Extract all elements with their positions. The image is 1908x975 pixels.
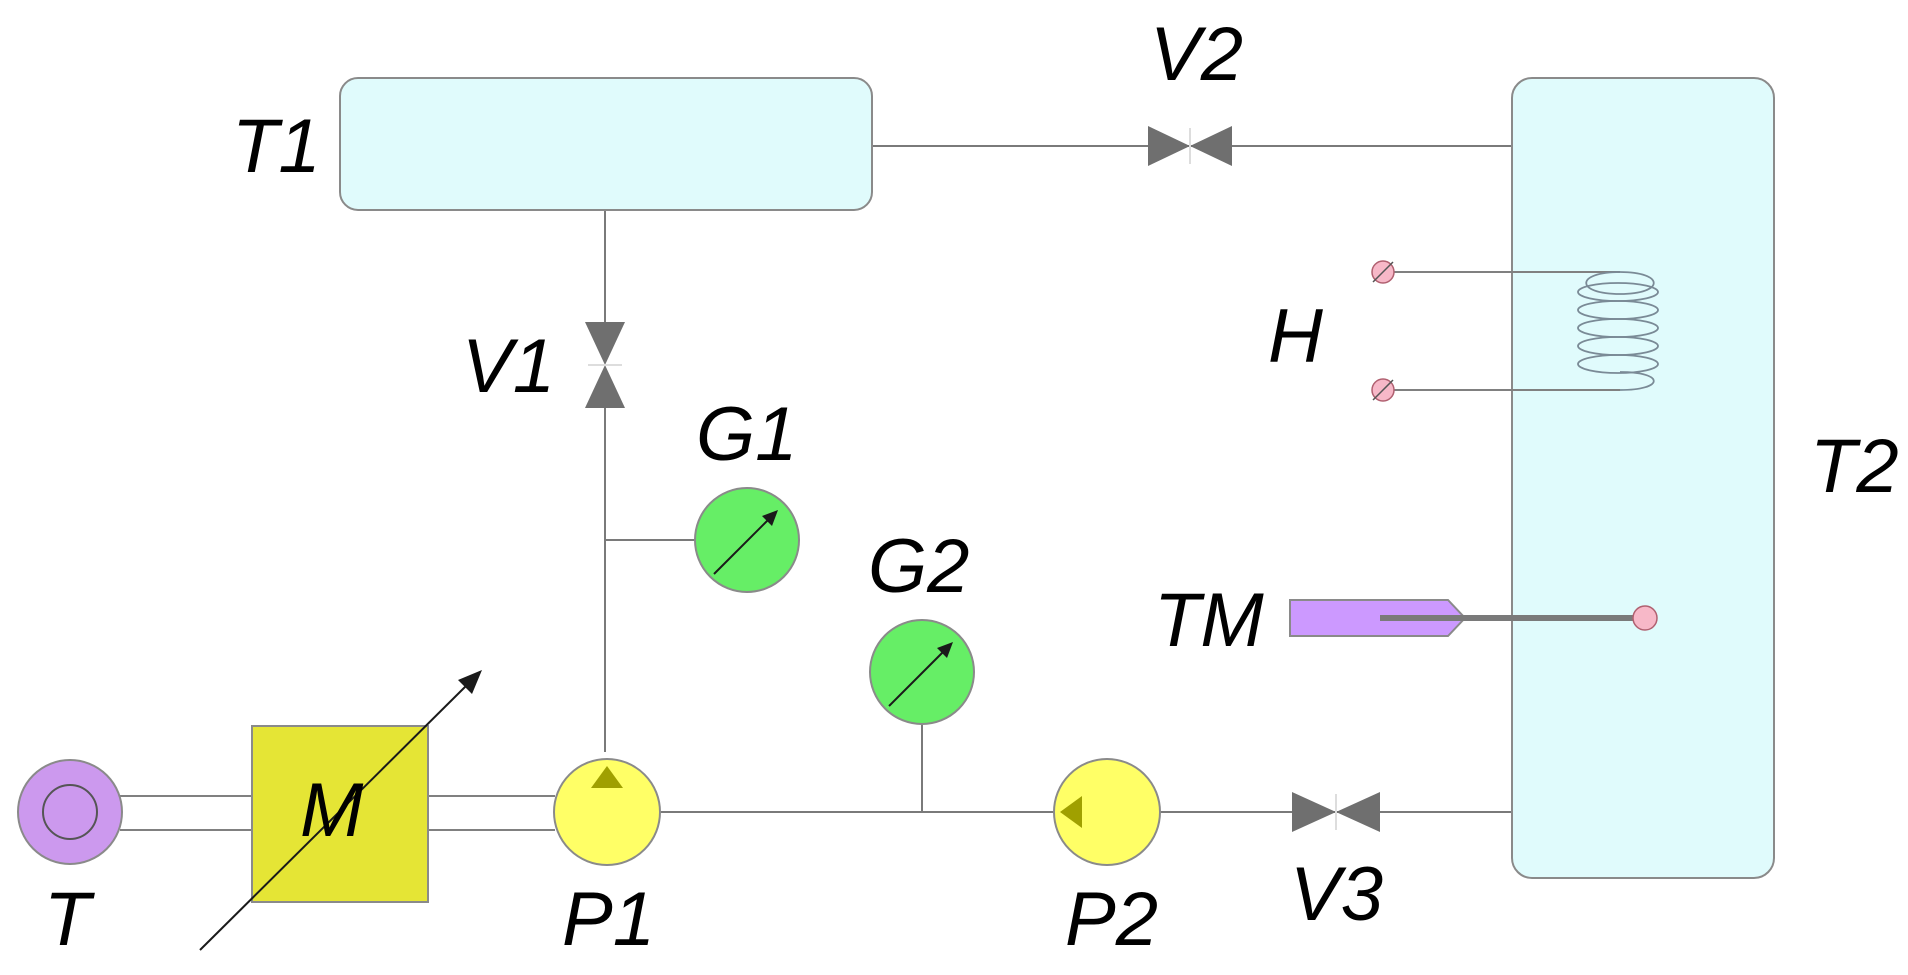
tank-t2 [1511,77,1775,879]
gauge-g2-label: G2 [868,524,969,609]
motor-m-label: M [300,768,364,853]
heater-terminal-upper [1371,260,1395,284]
gauge-g1-label: G1 [696,392,797,477]
thermometer-tm [1289,599,1658,637]
pump-p1 [553,758,661,866]
valve-v3 [1292,792,1380,832]
valve-v3-label: V3 [1290,852,1383,937]
motor-variable-arrow [199,681,471,951]
heater-h [1371,260,1659,402]
valve-v2-label: V2 [1150,12,1243,97]
turbine-t [17,759,123,865]
motor-m [199,670,482,951]
tank-t1-label: T1 [232,104,321,189]
gauge-g1 [694,487,800,593]
thermometer-sensor [1632,605,1658,631]
valve-v2 [1148,126,1232,166]
gauge-g2 [869,619,975,725]
pump-p2 [1053,758,1161,866]
tank-t1 [339,77,873,211]
valve-v1-label: V1 [462,324,555,409]
pump-p2-label: P2 [1065,877,1158,962]
thermometer-tm-label: TM [1154,578,1264,663]
heater-coil [1577,271,1659,391]
pump-p1-label: P1 [562,877,655,962]
tank-t2-label: T2 [1810,424,1899,509]
turbine-t-label: T [44,877,95,962]
valve-v1 [585,322,625,408]
heater-h-label: H [1268,294,1323,379]
heater-terminal-lower [1371,378,1395,402]
